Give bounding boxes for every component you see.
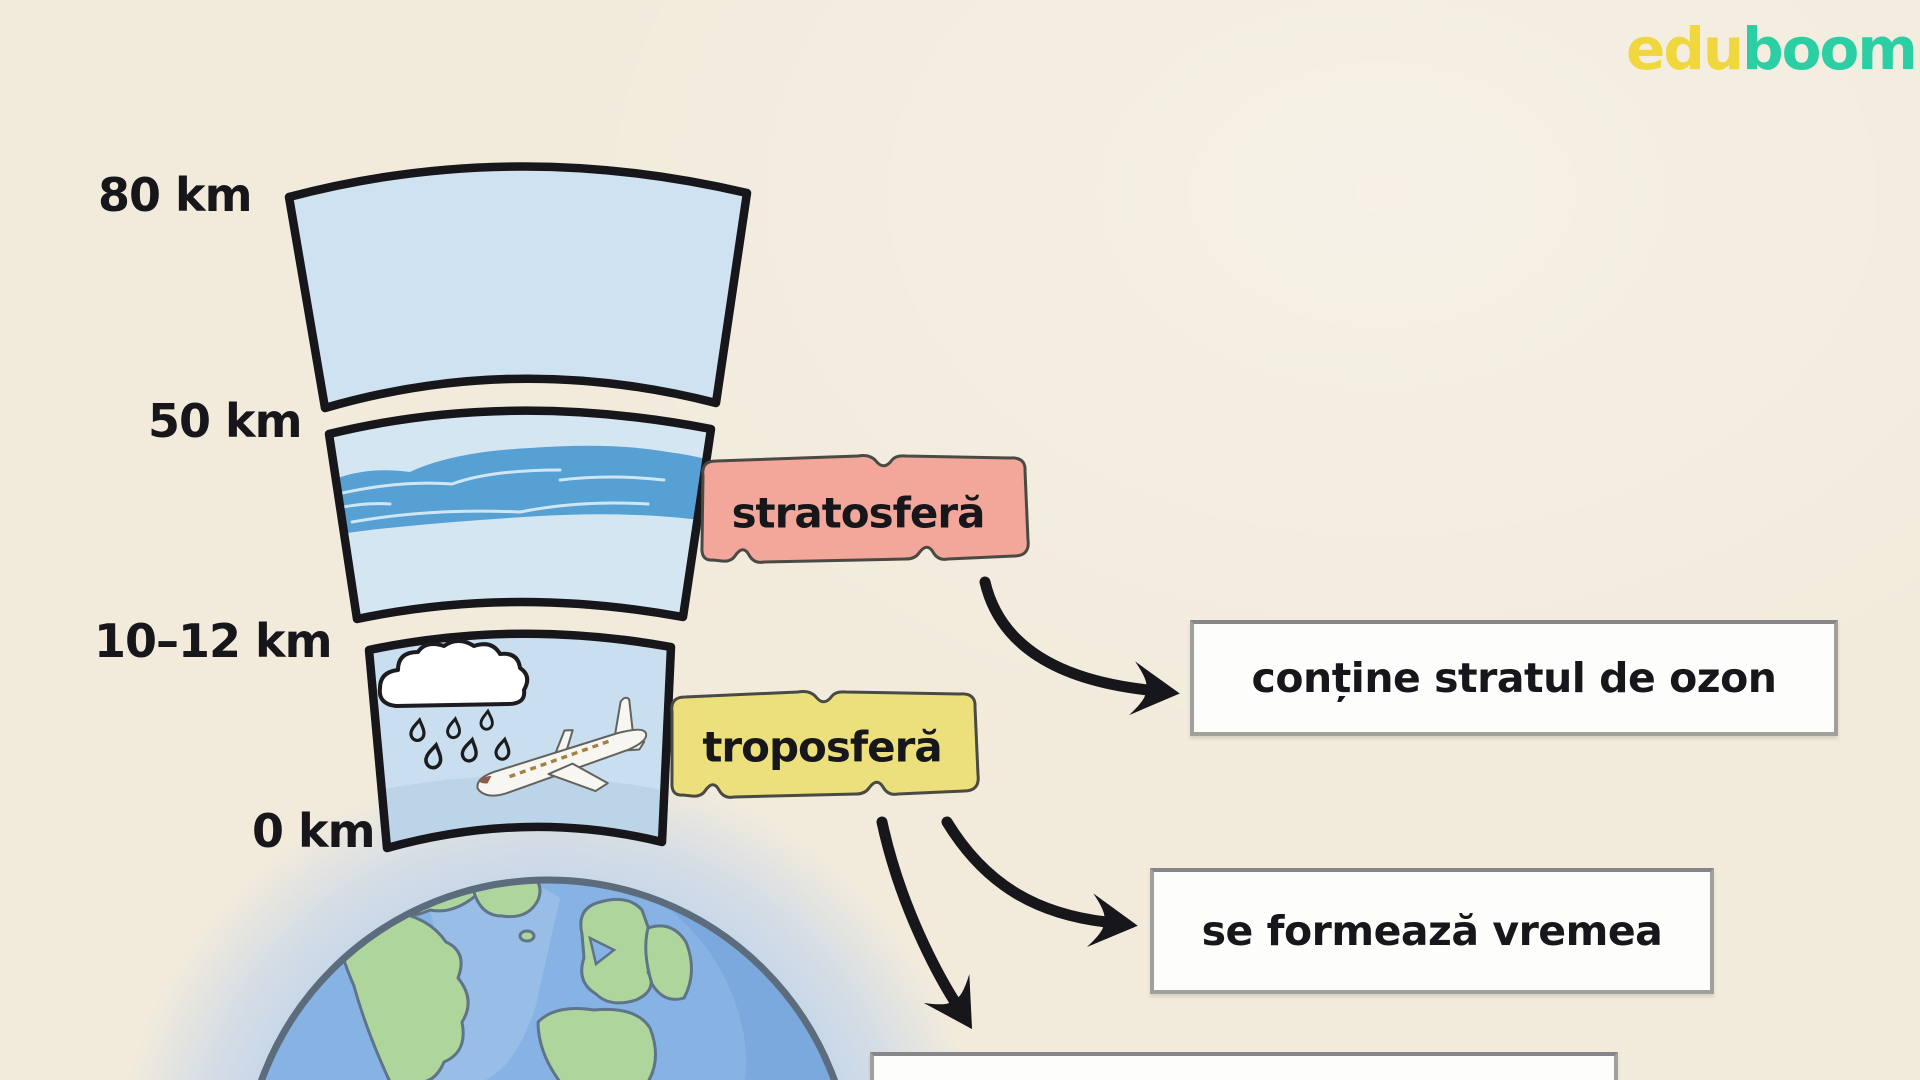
fact-box-partial: [870, 1052, 1618, 1080]
altitude-label-80km: 80 km: [98, 168, 253, 222]
globe-rim: [258, 876, 838, 1080]
sea-notch: [588, 935, 617, 967]
annotation-arrows: [876, 576, 1180, 1030]
ozone-layer-band: [329, 445, 711, 540]
altitude-label-0km: 0 km: [252, 804, 376, 858]
fact-box-weather: se formează vremea: [1150, 868, 1714, 994]
troposphere-label: troposferă: [702, 723, 941, 772]
troposphere-label-tag: troposferă: [670, 690, 980, 799]
fact-box-ozone: conține stratul de ozon: [1190, 620, 1838, 736]
troposphere-wedge: [364, 629, 676, 853]
stratosphere-label-tag: stratosferă: [700, 454, 1030, 564]
brand-logo: eduboom: [1626, 20, 1918, 78]
logo-edu-part: edu: [1626, 15, 1744, 83]
stratosphere-label: stratosferă: [732, 489, 985, 538]
logo-boom-part: boom: [1742, 15, 1918, 83]
stratosphere-wedge: [324, 406, 716, 624]
arrow-troposphere-to-bottom-fact: [876, 816, 973, 1030]
fact-weather-text: se formează vremea: [1201, 907, 1663, 955]
arrow-troposphere-to-weather-fact: [941, 816, 1138, 947]
airplane-icon: [476, 696, 648, 797]
rain-cloud-icon: [377, 639, 530, 770]
raindrops-icon: [409, 708, 511, 770]
altitude-label-50km: 50 km: [148, 394, 303, 448]
mesosphere-wedge: [284, 162, 752, 413]
fact-ozone-text: conține stratul de ozon: [1251, 654, 1777, 702]
arrow-stratosphere-to-ozone-fact: [979, 576, 1180, 716]
altitude-label-10-12km: 10–12 km: [94, 614, 333, 668]
